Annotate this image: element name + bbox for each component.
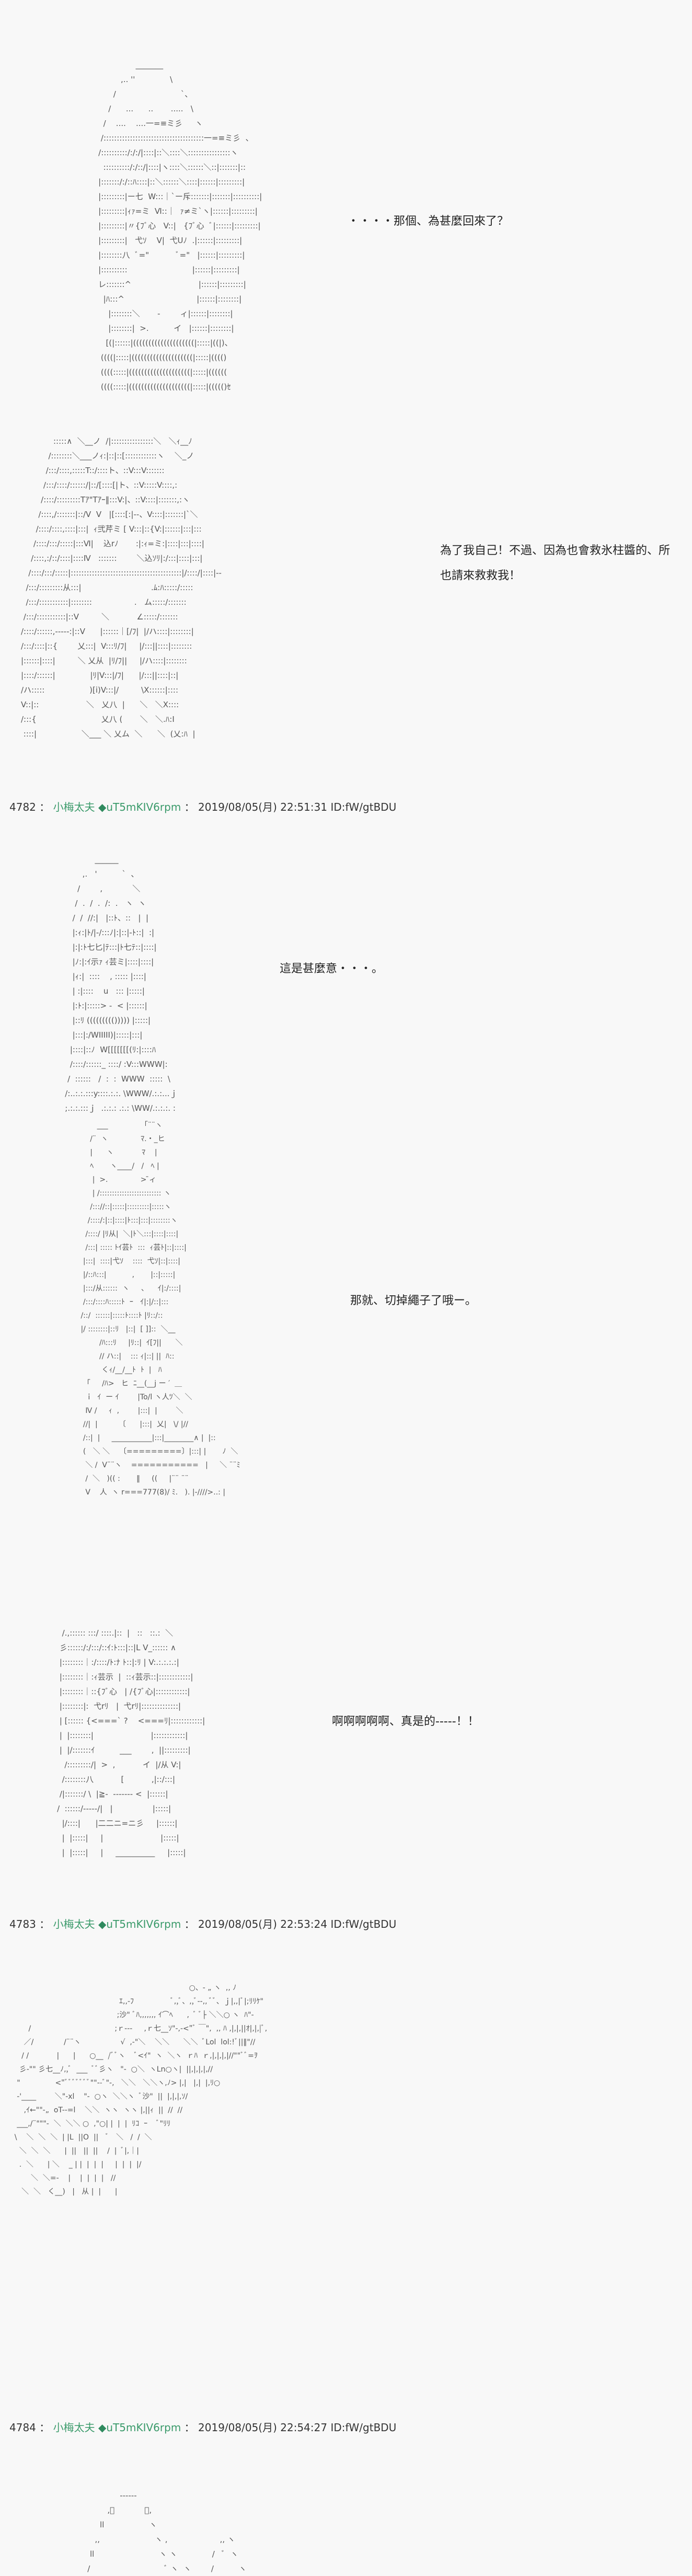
post-id[interactable]: ID:fW/gtBDU xyxy=(330,2421,397,2434)
tripcode: uT5mKIV6rpm xyxy=(106,1918,181,1930)
poster-name: 小梅太夫 xyxy=(53,1918,95,1930)
separator: ： xyxy=(39,2421,50,2434)
poster-name: 小梅太夫 xyxy=(53,801,95,813)
post-id[interactable]: ID:fW/gtBDU xyxy=(330,1918,397,1930)
dialog-line: 那就、切掉繩子了哦ー。 xyxy=(350,1294,477,1307)
ascii-art-effect-scene: ○、- „ ヽ ,, ﾉ ｴ,,-ﾌ ﾞ,,ﾞ、,,ﾞ--,, ﾞﾞ、ｊ|,,|… xyxy=(14,1984,268,2196)
trip-diamond-icon: ◆ xyxy=(98,801,107,813)
ascii-art-character-2: :::::∧ ＼__ノ /|::::::::::::::::＼ ＼ｨ__ﾉ /:… xyxy=(21,436,222,739)
separator: ： xyxy=(184,2421,195,2434)
dialog-line: 這是甚麼意・・・。 xyxy=(280,962,384,975)
separator: ： xyxy=(39,801,50,813)
post-date: 2019/08/05(月) 22:51:31 xyxy=(198,801,328,813)
poster-name: 小梅太夫 xyxy=(53,2421,95,2434)
post-header: 4784 ： 小梅太夫 ◆uT5mKIV6rpm ： 2019/08/05(月)… xyxy=(9,2419,396,2434)
post-number[interactable]: 4782 xyxy=(9,801,36,813)
post-date: 2019/08/05(月) 22:53:24 xyxy=(198,1918,328,1930)
trip-diamond-icon: ◆ xyxy=(98,2421,107,2434)
post-header: 4782 ： 小梅太夫 ◆uT5mKIV6rpm ： 2019/08/05(月)… xyxy=(9,799,396,814)
ascii-art-character-4: ___ 「¨¨ヽ /¨ ヽ ﾏ.・_ヒ | ヽ ﾏ | ﾍ ヽ____/ / ﾍ… xyxy=(80,1121,240,1497)
separator: ： xyxy=(184,801,195,813)
tripcode: uT5mKIV6rpm xyxy=(106,2421,181,2434)
dialog-line: 啊啊啊啊啊、真是的-----！！ xyxy=(332,1715,479,1728)
ascii-art-character-5: /.,:::::: :::/ ::::.|:: | :: ::.: ＼ 彡:::… xyxy=(57,1628,205,1857)
post-number[interactable]: 4783 xyxy=(9,1918,36,1930)
post-number[interactable]: 4784 xyxy=(9,2421,36,2434)
ascii-art-partial: ------ ,ﾞ ﾞ, ll ヽ ,, ヽ , ,, ヽ ll ヽ ヽ xyxy=(87,2491,247,2573)
separator: ： xyxy=(184,1918,195,1930)
ascii-art-character-3: ______ ,. ' ` 、 / , ＼ / . / . /: . ヽ ヽ /… xyxy=(65,855,178,1113)
trip-diamond-icon: ◆ xyxy=(98,1918,107,1930)
ascii-art-character-1: _______ ,.. '' \ / `、 / ... .. ..... \ /… xyxy=(98,60,262,392)
tripcode: uT5mKIV6rpm xyxy=(106,801,181,813)
post-header: 4783 ： 小梅太夫 ◆uT5mKIV6rpm ： 2019/08/05(月)… xyxy=(9,1916,396,1931)
post-date: 2019/08/05(月) 22:54:27 xyxy=(198,2421,328,2434)
dialog-line: 為了我自己！不過、因為也會救氷柱醬的、所 也請來救救我！ xyxy=(440,544,671,582)
dialog-line: ・・・・那個、為甚麼回來了？ xyxy=(348,215,509,228)
post-id[interactable]: ID:fW/gtBDU xyxy=(330,801,397,813)
separator: ： xyxy=(39,1918,50,1930)
